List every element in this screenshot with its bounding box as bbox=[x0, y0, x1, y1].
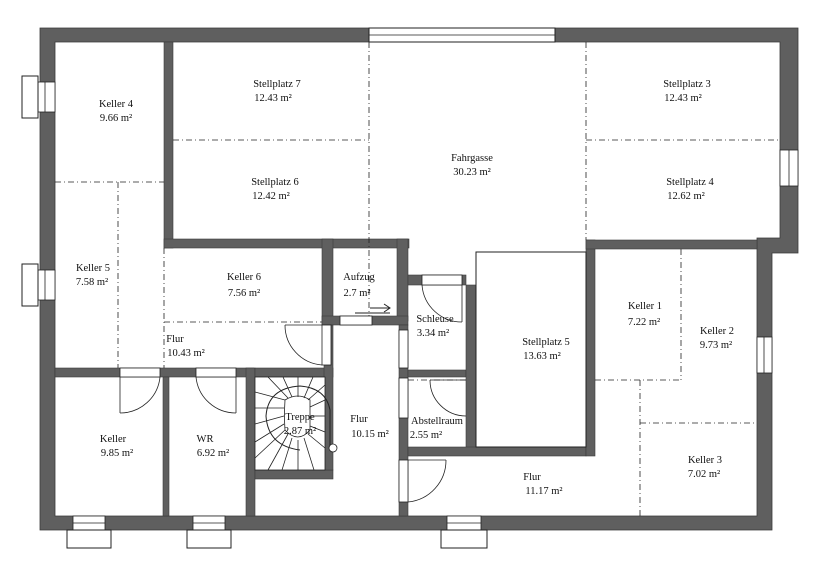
window-bottom-1 bbox=[66, 515, 112, 549]
room-area: 12.62 m² bbox=[667, 191, 705, 202]
room-name: Flur bbox=[166, 334, 184, 345]
room-keller-5: Keller 5 7.58 m² bbox=[76, 263, 110, 288]
window-left-bottom bbox=[21, 263, 56, 307]
room-divisions bbox=[55, 42, 780, 516]
window-bottom-3 bbox=[440, 515, 488, 549]
room-stellplatz-7: Stellplatz 7 12.43 m² bbox=[253, 79, 301, 104]
room-stellplatz-4: Stellplatz 4 12.62 m² bbox=[666, 177, 714, 202]
room-area: 30.23 m² bbox=[453, 167, 491, 178]
room-keller-2: Keller 2 9.73 m² bbox=[700, 326, 734, 351]
room-flur-center: Flur 10.15 m² bbox=[350, 414, 389, 440]
exterior-wall bbox=[39, 27, 799, 531]
staircase bbox=[254, 376, 338, 471]
room-name: Keller 4 bbox=[99, 99, 134, 110]
room-area: 2.7 m² bbox=[343, 288, 370, 299]
room-name: Keller 5 bbox=[76, 263, 110, 274]
room-aufzug: Aufzug 2.7 m² bbox=[343, 272, 375, 299]
window-right-top bbox=[779, 149, 799, 187]
room-name: Flur bbox=[523, 472, 541, 483]
room-name: WR bbox=[197, 434, 214, 445]
room-area: 7.58 m² bbox=[76, 277, 108, 288]
room-name: Stellplatz 7 bbox=[253, 79, 301, 90]
room-schleuse: Schleuse 3.34 m² bbox=[416, 314, 454, 339]
room-area: 6.92 m² bbox=[197, 448, 229, 459]
room-name: Keller 1 bbox=[628, 301, 662, 312]
room-area: 12.43 m² bbox=[664, 93, 702, 104]
room-area: 12.43 m² bbox=[254, 93, 292, 104]
room-area: 7.22 m² bbox=[628, 317, 660, 328]
room-keller-4: Keller 4 9.66 m² bbox=[99, 99, 134, 124]
room-name: Schleuse bbox=[416, 314, 454, 325]
room-name: Flur bbox=[350, 414, 368, 425]
room-flur-left: Flur 10.43 m² bbox=[166, 334, 205, 359]
room-wr: WR 6.92 m² bbox=[197, 434, 230, 459]
room-area: 2.87 m² bbox=[284, 426, 316, 437]
room-name: Stellplatz 4 bbox=[666, 177, 714, 188]
room-name: Aufzug bbox=[343, 272, 375, 283]
room-flur-bottom: Flur 11.17 m² bbox=[523, 472, 562, 497]
room-keller: Keller 9.85 m² bbox=[100, 434, 133, 459]
window-bottom-2 bbox=[186, 515, 232, 549]
window-right-bottom bbox=[756, 336, 773, 374]
room-stellplatz-5: Stellplatz 5 13.63 m² bbox=[522, 337, 570, 362]
room-fahrgasse: Fahrgasse 30.23 m² bbox=[451, 153, 493, 178]
room-area: 3.34 m² bbox=[417, 328, 449, 339]
room-labels: Keller 4 9.66 m² Stellplatz 7 12.43 m² S… bbox=[76, 79, 734, 497]
room-name: Keller 6 bbox=[227, 272, 261, 283]
room-name: Stellplatz 6 bbox=[251, 177, 299, 188]
aufzug-arrow-icon bbox=[355, 303, 391, 314]
room-name: Keller bbox=[100, 434, 127, 445]
room-stellplatz-6: Stellplatz 6 12.42 m² bbox=[251, 177, 299, 202]
window-left-top bbox=[21, 75, 56, 119]
room-name: Fahrgasse bbox=[451, 153, 493, 164]
room-name: Keller 3 bbox=[688, 455, 722, 466]
room-area: 2.55 m² bbox=[410, 430, 442, 441]
room-area: 9.85 m² bbox=[101, 448, 133, 459]
room-area: 12.42 m² bbox=[252, 191, 290, 202]
stellplatz-5-outline bbox=[475, 251, 587, 448]
room-area: 10.43 m² bbox=[167, 348, 205, 359]
room-name: Stellplatz 3 bbox=[663, 79, 711, 90]
doors bbox=[119, 274, 467, 503]
room-area: 13.63 m² bbox=[523, 351, 561, 362]
room-name: Keller 2 bbox=[700, 326, 734, 337]
room-name: Abstellraum bbox=[411, 416, 463, 427]
room-name: Stellplatz 5 bbox=[522, 337, 570, 348]
room-area: 7.56 m² bbox=[228, 288, 260, 299]
room-abstellraum: Abstellraum 2.55 m² bbox=[410, 416, 463, 441]
room-area: 9.73 m² bbox=[700, 340, 732, 351]
room-treppe: Treppe 2.87 m² bbox=[284, 412, 316, 437]
room-area: 11.17 m² bbox=[525, 486, 562, 497]
room-area: 9.66 m² bbox=[100, 113, 132, 124]
room-area: 7.02 m² bbox=[688, 469, 720, 480]
room-keller-6: Keller 6 7.56 m² bbox=[227, 272, 261, 299]
room-name: Treppe bbox=[285, 412, 315, 423]
interior-walls bbox=[54, 41, 758, 517]
room-area: 10.15 m² bbox=[351, 429, 389, 440]
room-stellplatz-3: Stellplatz 3 12.43 m² bbox=[663, 79, 711, 104]
room-keller-1: Keller 1 7.22 m² bbox=[628, 301, 662, 328]
room-keller-3: Keller 3 7.02 m² bbox=[688, 455, 722, 480]
